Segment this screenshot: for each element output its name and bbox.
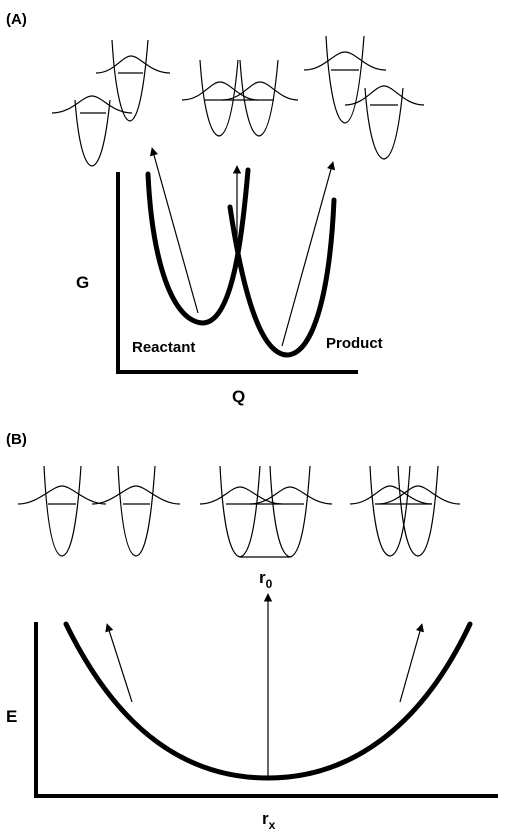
panel-b-x-axis-main: r bbox=[262, 809, 269, 828]
panel-a-inset-transition bbox=[181, 59, 299, 137]
inset-b1-right-well bbox=[117, 465, 156, 557]
inset-a1-right-wavefunction bbox=[95, 55, 171, 74]
product-curve bbox=[227, 197, 337, 358]
inset-b1-left-well bbox=[43, 465, 82, 557]
inset-b1-left-wavefunction bbox=[17, 485, 107, 505]
inset-b2-left-well bbox=[219, 465, 261, 558]
panel-b-axes bbox=[34, 622, 498, 798]
panel-b-x-axis-subscript: x bbox=[269, 818, 276, 832]
panel-a-inset-product bbox=[303, 35, 425, 160]
inset-a2-left-wavefunction bbox=[181, 81, 259, 101]
inset-a2-right-wavefunction bbox=[221, 81, 299, 101]
reactant-label: Reactant bbox=[132, 339, 195, 356]
panel-a-axes bbox=[116, 172, 358, 374]
inset-b1-right-wavefunction bbox=[91, 485, 181, 505]
panel-b-label: (B) bbox=[6, 431, 27, 448]
inset-a2-left-well bbox=[199, 59, 239, 137]
inset-a3-right-wavefunction bbox=[344, 85, 425, 106]
inset-a1-left-wavefunction bbox=[51, 95, 133, 114]
inset-a3-left-well bbox=[325, 35, 365, 124]
product-label: Product bbox=[326, 335, 383, 352]
arrow-right-to-inset bbox=[399, 623, 424, 703]
arrow-left-to-inset bbox=[105, 623, 133, 703]
inset-a1-left-well bbox=[74, 99, 111, 167]
inset-b2-right-wavefunction bbox=[249, 486, 333, 505]
panel-b-inset-center bbox=[199, 465, 333, 558]
panel-b-inset-left bbox=[17, 465, 181, 557]
r0-label-subscript: 0 bbox=[266, 577, 273, 591]
panel-b-inset-right bbox=[349, 465, 461, 557]
panel-b-y-axis-label: E bbox=[6, 707, 17, 726]
arrow-product-to-inset bbox=[281, 161, 336, 347]
panel-a-label: (A) bbox=[6, 11, 27, 28]
panel-b-x-axis-label: rx bbox=[262, 809, 276, 832]
panel-a-inset-reactant bbox=[51, 39, 171, 167]
reactant-curve bbox=[145, 167, 251, 326]
panel-a-y-axis-label: G bbox=[76, 273, 89, 292]
inset-b3-left-well bbox=[369, 465, 411, 557]
inset-b3-right-well bbox=[397, 465, 439, 557]
inset-b3-right-wavefunction bbox=[377, 485, 461, 505]
inset-a3-right-well bbox=[364, 87, 404, 160]
inset-b2-left-wavefunction bbox=[199, 486, 283, 505]
arrow-reactant-to-inset bbox=[149, 147, 199, 314]
r0-label: r0 bbox=[259, 568, 273, 591]
r0-label-main: r bbox=[259, 568, 266, 587]
potential-energy-curve bbox=[63, 621, 473, 781]
inset-b2-right-well bbox=[269, 465, 311, 558]
panel-a-x-axis-label: Q bbox=[232, 387, 245, 406]
inset-a2-right-well bbox=[239, 59, 279, 137]
inset-a1-right-well bbox=[111, 39, 149, 122]
inset-b3-left-wavefunction bbox=[349, 485, 433, 505]
inset-a3-left-wavefunction bbox=[303, 51, 387, 71]
